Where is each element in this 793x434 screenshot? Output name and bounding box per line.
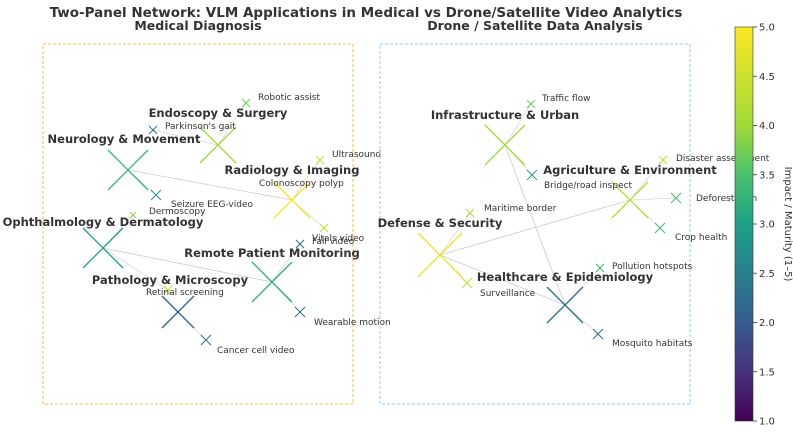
panel-title: Drone / Satellite Data Analysis xyxy=(427,18,643,33)
panel-border xyxy=(379,43,691,405)
leaf-node-deforestation xyxy=(670,192,682,204)
leaf-edge xyxy=(217,102,247,146)
hub-label: Neurology & Movement xyxy=(48,132,201,146)
hub-node-defense-security xyxy=(417,232,463,278)
hub-edge xyxy=(102,247,273,283)
leaf-node-pollution-hotspots xyxy=(595,263,605,273)
leaf-label: Bridge/road inspect xyxy=(544,181,633,191)
leaf-label: Vitals video xyxy=(312,234,365,244)
leaf-label: Maritime border xyxy=(484,204,557,214)
hub-node-pathology-microscopy xyxy=(161,295,195,329)
leaf-edge xyxy=(504,103,532,146)
hub-label: Defense & Security xyxy=(378,216,503,230)
hub-label: Radiology & Imaging xyxy=(225,163,360,177)
hub-node-neurology-movement xyxy=(107,149,149,191)
leaf-label: Surveillance xyxy=(480,289,536,299)
leaf-node-colonoscopy-polyp xyxy=(319,223,329,233)
hub-node-ophthalmology-dermatology xyxy=(82,227,124,269)
hub-label: Pathology & Microscopy xyxy=(92,273,249,287)
leaf-label: Fall video xyxy=(312,237,355,247)
leaf-label: Traffic flow xyxy=(541,94,590,104)
leaf-node-maritime-border xyxy=(465,208,475,218)
colorbar-tick-label: 1.5 xyxy=(759,367,775,378)
hub-label: Healthcare & Epidemiology xyxy=(477,270,654,284)
leaf-label: Parkinson's gait xyxy=(165,122,236,132)
leaf-label: Wearable motion xyxy=(314,318,391,328)
leaf-node-crop-health xyxy=(654,222,666,234)
colorbar-tick-label: 5.0 xyxy=(759,23,775,34)
leaf-node-parkinson-s-gait xyxy=(148,125,158,135)
leaf-label: Disaster assessment xyxy=(676,154,770,164)
colorbar-tick-label: 3.5 xyxy=(759,170,775,181)
hub-node-infrastructure-urban xyxy=(484,124,526,166)
hub-label: Infrastructure & Urban xyxy=(431,108,579,122)
leaf-node-surveillance xyxy=(461,277,473,289)
leaf-node-robotic-assist xyxy=(241,98,251,108)
colorbar-tick-label: 2.5 xyxy=(759,269,775,280)
leaf-node-bridge-road-inspect xyxy=(526,169,538,181)
hub-label: Remote Patient Monitoring xyxy=(184,246,360,260)
leaf-label: Deforestation xyxy=(696,194,757,204)
hub-edge xyxy=(504,144,566,306)
leaf-label: Crop health xyxy=(675,233,727,243)
hub-node-agriculture-environment xyxy=(611,181,649,219)
colorbar-tick-label: 4.0 xyxy=(759,121,775,132)
colorbar-tick-label: 3.0 xyxy=(759,220,775,231)
leaf-label: Cancer cell video xyxy=(217,346,295,356)
leaf-label: Mosquito habitats xyxy=(612,339,693,349)
leaf-node-ultrasound xyxy=(315,155,325,165)
leaf-node-dermoscopy xyxy=(129,211,137,219)
leaf-label: Retinal screening xyxy=(146,288,224,298)
colorbar: 1.0 1.5 2.0 2.5 3.0 3.5 4.0 4.5 5.0 Impact / Mat… xyxy=(734,23,793,428)
hub-edge xyxy=(127,169,293,201)
leaf-edge xyxy=(152,129,219,146)
hub-edge xyxy=(439,254,566,306)
panel-border xyxy=(42,43,354,405)
leaf-label: Seizure EEG-video xyxy=(171,200,254,210)
leaf-label: Colonoscopy polyp xyxy=(259,179,344,189)
leaf-edge xyxy=(291,159,321,201)
leaf-node-retinal-screening xyxy=(163,285,173,295)
leaf-node-seizure-eeg-video xyxy=(150,189,162,201)
leaf-node-traffic-flow xyxy=(526,99,536,109)
leaf-label: Robotic assist xyxy=(258,93,320,103)
colorbar-tick-label: 2.0 xyxy=(759,318,775,329)
chart-title: Two-Panel Network: VLM Applications in M… xyxy=(50,5,683,21)
leaf-edge xyxy=(629,159,664,201)
leaf-label: Pollution hotspots xyxy=(612,262,693,272)
hub-label: Ophthalmology & Dermatology xyxy=(3,215,204,229)
colorbar-tick-label: 4.5 xyxy=(759,72,775,83)
hub-edge xyxy=(439,199,631,256)
colorbar-tick-label: 1.0 xyxy=(759,417,775,428)
colorbar-label: Impact / Maturity (1–5) xyxy=(782,167,793,282)
leaf-node-cancer-cell-video xyxy=(200,334,212,346)
hub-label: Agriculture & Environment xyxy=(543,163,717,177)
leaf-edge xyxy=(102,247,169,291)
hub-node-healthcare-epidemiology xyxy=(546,286,584,324)
leaf-label: Ultrasound xyxy=(332,150,381,160)
edges xyxy=(439,103,677,335)
leaf-label: Dermoscopy xyxy=(149,207,206,217)
leaf-node-fall-video xyxy=(295,239,305,249)
leaf-edge xyxy=(271,243,301,283)
leaf-edge xyxy=(629,197,677,201)
panel-title: Medical Diagnosis xyxy=(134,18,261,33)
leaf-node-wearable-motion xyxy=(294,306,306,318)
hub-node-remote-patient-monitoring xyxy=(251,261,293,303)
leaf-node-mosquito-habitats xyxy=(592,328,604,340)
hub-label: Endoscopy & Surgery xyxy=(149,106,288,120)
leaf-node-disaster-assessment xyxy=(658,155,668,165)
leaf-edge xyxy=(439,212,471,256)
hub-node-radiology-imaging xyxy=(273,181,311,219)
hub-node-endoscopy-surgery xyxy=(199,126,237,164)
colorbar-gradient xyxy=(734,26,754,422)
